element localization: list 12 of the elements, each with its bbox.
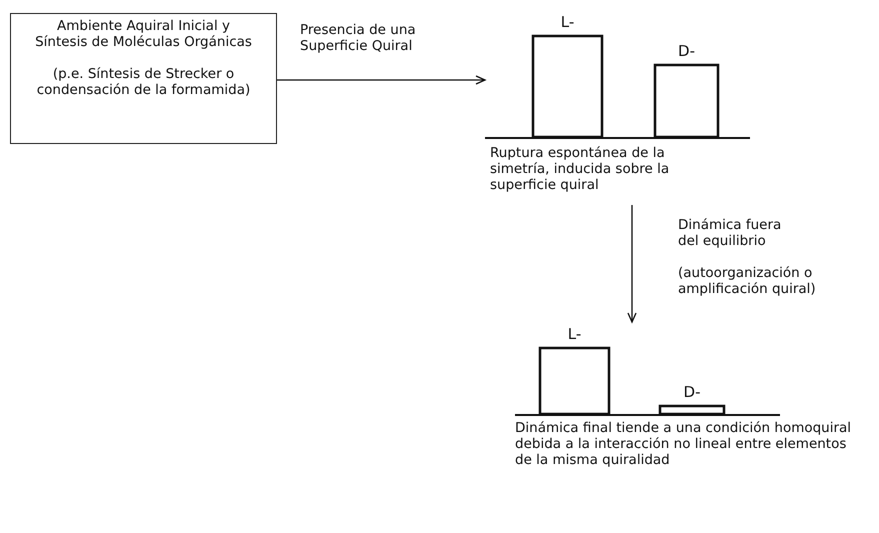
- node-label: Ruptura espontánea de la simetría, inducida sobre la superficie quiral: [490, 145, 670, 193]
- arrow: [627, 205, 637, 323]
- bar-label: L-: [560, 14, 576, 30]
- bar-label: L-: [566, 326, 582, 342]
- edge-label: Presencia de una Superficie Quiral: [300, 22, 417, 54]
- arrow: [277, 75, 486, 85]
- bar-label: D-: [682, 384, 702, 400]
- process-box: Ambiente Aquiral Inicial y Síntesis de Moléculas Orgánicas (p.e. Síntesis de Strecker o condensación de la formamida): [10, 13, 277, 144]
- edge-label: Dinámica fuera del equilibrio: [678, 217, 782, 249]
- node-label: Dinámica final tiende a una condición homoquiral debida a la interacción no lineal entre elementos de la misma quiralidad: [515, 420, 852, 468]
- bar-label: D-: [677, 43, 696, 59]
- note-text: (autoorganización o amplificación quiral): [678, 265, 817, 297]
